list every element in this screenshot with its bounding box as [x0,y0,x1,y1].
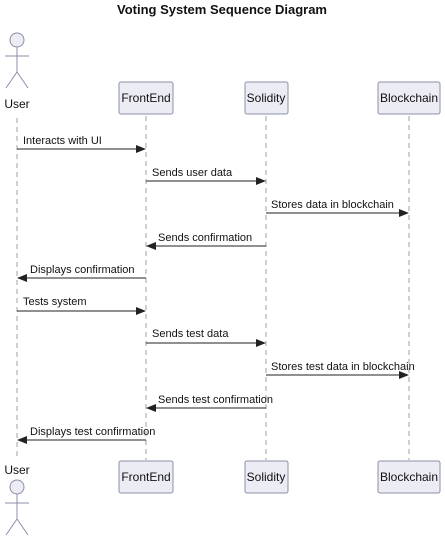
message-label: Interacts with UI [23,135,102,147]
message: Tests system [17,296,146,315]
message-label: Stores data in blockchain [271,199,394,211]
message-label: Sends user data [152,167,233,179]
message: Interacts with UI [17,135,146,153]
participant-label-frontend: FrontEnd [121,470,170,484]
message: Sends user data [146,167,266,185]
arrowhead-icon [146,242,156,250]
messages: Interacts with UI Sends user data Stores… [17,135,415,444]
actor-user-top: User [4,32,30,111]
message-label: Sends test data [152,328,229,340]
actor-icon [5,479,29,536]
message: Sends test data [146,328,266,347]
lifelines [16,116,410,460]
message: Stores test data in blockchain [266,361,415,379]
message: Stores data in blockchain [266,199,409,217]
message: Sends confirmation [146,232,266,250]
message-label: Displays test confirmation [30,426,155,438]
actor-label-user: User [4,463,29,477]
arrowhead-icon [256,177,266,185]
participant-label-frontend: FrontEnd [121,91,170,105]
arrowhead-icon [256,339,266,347]
message: Sends test confirmation [146,394,273,412]
participant-frontend-bottom: FrontEnd [118,460,174,494]
arrowhead-icon [399,371,409,379]
arrowhead-icon [399,209,409,217]
message-label: Tests system [23,296,87,308]
message: Displays confirmation [17,264,146,282]
participant-frontend-top: FrontEnd [118,81,174,115]
actor-icon [5,32,29,89]
arrowhead-icon [136,307,146,315]
arrowhead-icon [146,404,156,412]
participant-label-solidity: Solidity [247,470,286,484]
participant-label-solidity: Solidity [247,91,286,105]
message-label: Stores test data in blockchain [271,361,415,373]
arrowhead-icon [17,436,27,444]
arrowhead-icon [17,274,27,282]
participant-blockchain-top: Blockchain [377,81,441,115]
actor-user-bottom: User [4,463,30,536]
participant-label-blockchain: Blockchain [380,470,438,484]
message: Displays test confirmation [17,426,155,444]
message-label: Sends confirmation [158,232,252,244]
participant-solidity-top: Solidity [244,81,289,115]
message-label: Sends test confirmation [158,394,273,406]
arrowhead-icon [136,145,146,153]
participant-blockchain-bottom: Blockchain [377,460,441,494]
actor-label-user: User [4,97,29,111]
participants-bottom: User FrontEnd Solidity Blockchain [4,460,441,536]
participant-label-blockchain: Blockchain [380,91,438,105]
diagram-title: Voting System Sequence Diagram [117,2,327,17]
message-label: Displays confirmation [30,264,135,276]
participant-solidity-bottom: Solidity [244,460,289,494]
participants-top: User FrontEnd Solidity Blockchain [4,32,441,115]
